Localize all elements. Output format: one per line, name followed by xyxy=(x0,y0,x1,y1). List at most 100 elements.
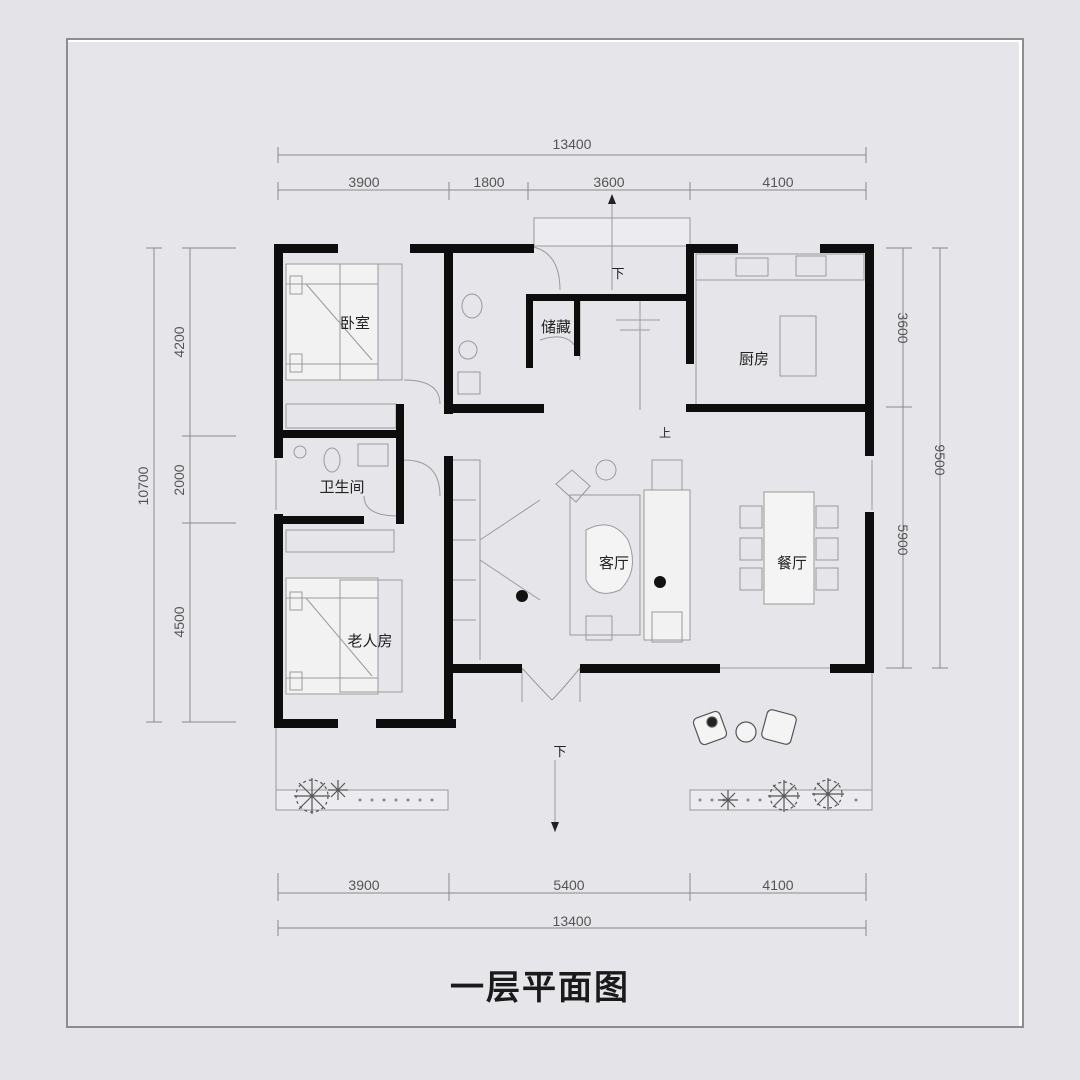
wall xyxy=(274,244,283,458)
person-icon xyxy=(706,716,718,728)
shrub-icon xyxy=(328,780,348,800)
dim-right-seg-2: 5900 xyxy=(895,524,911,555)
wall xyxy=(820,244,874,253)
pillow-icon xyxy=(289,353,303,373)
dim-bottom-seg-2: 5400 xyxy=(553,877,584,893)
drawing-sheet xyxy=(66,38,1024,1028)
armchair-icon xyxy=(651,611,683,643)
wall xyxy=(686,244,694,364)
bed-icon xyxy=(285,577,379,695)
stair-mark-terrace-down: 下 xyxy=(553,745,566,760)
door-swing xyxy=(539,336,579,353)
washer-icon xyxy=(457,371,481,395)
planter-dots xyxy=(358,798,858,802)
door-swing xyxy=(403,379,441,405)
wall xyxy=(410,244,534,253)
shrub-icon xyxy=(294,778,330,814)
basin-icon xyxy=(458,340,478,360)
sink-icon xyxy=(357,443,389,467)
bed-icon xyxy=(285,263,379,381)
arrow-up-icon xyxy=(608,194,616,204)
side-table-icon xyxy=(735,721,757,743)
wardrobe-icon xyxy=(285,529,395,553)
dim-bottom-seg-1: 3900 xyxy=(348,877,379,893)
wall xyxy=(686,404,874,412)
interior-fixtures xyxy=(275,245,873,702)
dining-chair-icon xyxy=(815,537,839,561)
drawing-title: 一层平面图 xyxy=(450,968,630,1008)
room-label-bedroom: 卧室 xyxy=(340,314,370,332)
wall xyxy=(274,719,338,728)
dim-top-total: 13400 xyxy=(553,136,592,152)
shower-icon xyxy=(293,445,307,459)
dining-chair-icon xyxy=(815,505,839,529)
dining-table-icon xyxy=(763,491,815,605)
wall xyxy=(444,404,544,413)
arrow-down-icon xyxy=(551,822,559,832)
dim-left-total: 10700 xyxy=(135,466,151,505)
pillow-icon xyxy=(289,275,303,295)
dim-top-seg-3: 3600 xyxy=(593,174,624,190)
shrub-icons xyxy=(294,778,844,814)
armchair-icon xyxy=(692,710,728,746)
room-label-storage: 储藏 xyxy=(541,318,571,336)
dim-top-seg-2: 1800 xyxy=(473,174,504,190)
kitchen-counter xyxy=(695,253,865,281)
direction-arrows xyxy=(551,194,616,832)
dim-left-seg-3: 4500 xyxy=(171,606,187,637)
wall xyxy=(444,456,453,728)
dim-top-seg-1: 3900 xyxy=(348,174,379,190)
wall xyxy=(376,719,456,728)
wall xyxy=(444,244,453,414)
wall xyxy=(865,512,874,672)
wall xyxy=(526,294,533,368)
outdoor-furniture xyxy=(692,709,797,746)
room-labels: 卧室 储藏 厨房 卫生间 客厅 餐厅 老人房 下 上 下 xyxy=(319,267,807,760)
dining-chair-icon xyxy=(815,567,839,591)
dimension-lines xyxy=(146,147,948,936)
wall xyxy=(580,664,720,673)
dim-left-seg-2: 2000 xyxy=(171,464,187,495)
dim-top-seg-4: 4100 xyxy=(762,174,793,190)
wall xyxy=(690,244,738,253)
shrub-icon xyxy=(718,790,738,810)
pillow-icon xyxy=(289,591,303,611)
dim-right-total: 9500 xyxy=(932,444,948,475)
room-label-elder-room: 老人房 xyxy=(347,632,392,650)
dim-left-seg-1: 4200 xyxy=(171,326,187,357)
ottoman-icon xyxy=(585,615,613,641)
door-swing xyxy=(363,495,399,517)
dimension-labels: 13400 3900 1800 3600 4100 3900 5400 4100… xyxy=(135,136,948,929)
wall xyxy=(830,664,874,673)
kitchen-island xyxy=(779,315,817,377)
stair-mark-entrance-down: 下 xyxy=(611,267,624,282)
armchair-icon xyxy=(761,709,797,745)
wardrobe-icon xyxy=(285,403,397,429)
kitchen-sink-icon xyxy=(795,255,827,277)
wall xyxy=(396,456,404,524)
toilet-icon xyxy=(323,447,341,473)
lamp-icon xyxy=(595,459,617,481)
door-swing xyxy=(403,459,441,497)
dim-bottom-seg-3: 4100 xyxy=(762,877,793,893)
wall xyxy=(574,300,580,356)
coffee-table-icon xyxy=(585,524,633,594)
wall xyxy=(526,294,690,301)
dining-chair-icon xyxy=(739,567,763,591)
rug-icon xyxy=(569,494,641,636)
wall xyxy=(274,514,283,728)
wall xyxy=(274,516,364,524)
shrub-icon xyxy=(812,778,844,810)
stair-mark-up: 上 xyxy=(659,426,671,440)
person-icon xyxy=(654,576,666,588)
terrace xyxy=(275,195,873,832)
person-icons xyxy=(516,576,666,602)
wall xyxy=(865,244,874,456)
armchair-icon xyxy=(651,459,683,491)
room-label-living-room: 客厅 xyxy=(599,554,629,572)
room-label-bathroom: 卫生间 xyxy=(319,478,364,496)
wall xyxy=(396,404,404,484)
room-label-dining-room: 餐厅 xyxy=(777,554,807,572)
wall xyxy=(274,244,338,253)
